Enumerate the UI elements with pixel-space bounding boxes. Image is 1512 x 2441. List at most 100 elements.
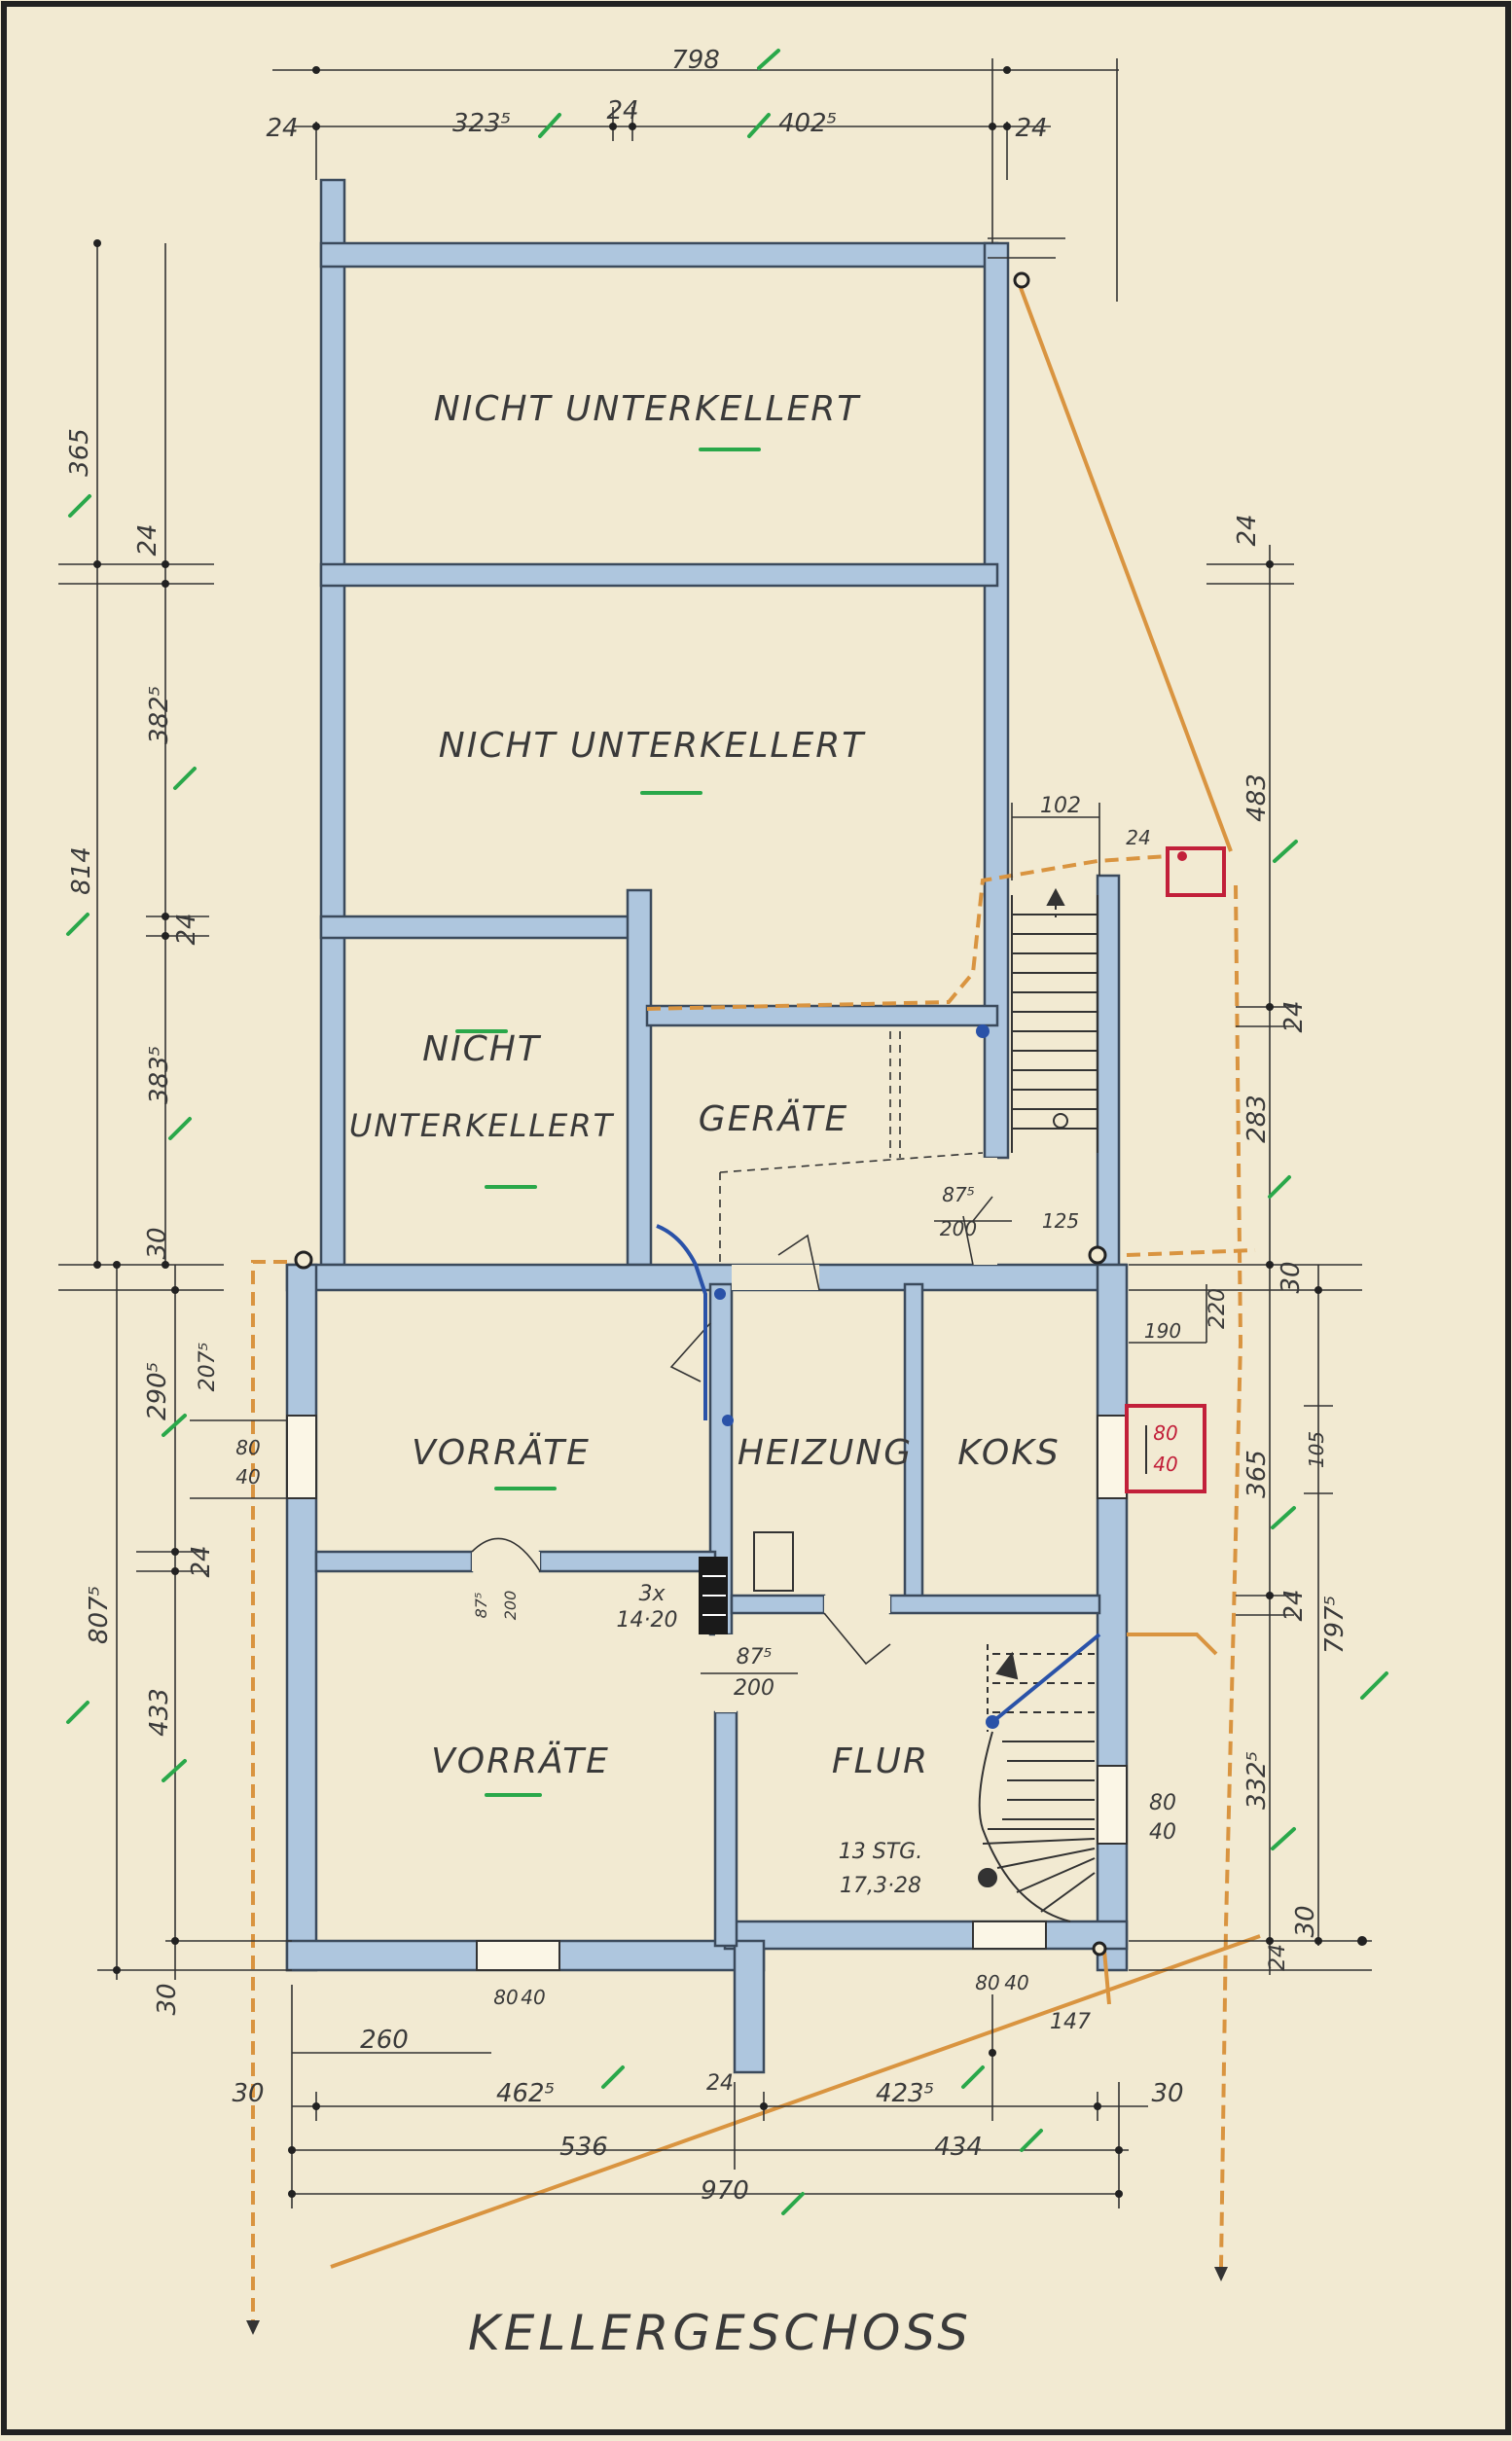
dim-bottom-970: 970: [701, 2176, 749, 2206]
openings: [286, 1158, 1128, 1971]
pipe-right-down: [1219, 884, 1243, 2268]
dim-vent-3x: 3x: [638, 1582, 666, 1606]
dim-left-814: 814: [67, 846, 96, 895]
wall-heizung-bottom-a: [730, 1594, 826, 1615]
chimneys: [1125, 846, 1226, 1493]
pipe-bottom-stub: [1102, 1950, 1111, 2005]
wall-divider-1: [319, 562, 999, 588]
dimension-lines: [58, 58, 1372, 2208]
stairs-upper: [1011, 887, 1098, 1153]
label-koks: KOKS: [957, 1433, 1060, 1473]
dim-right-24-b: 24: [1279, 1000, 1309, 1032]
dim-left-807: 807⁵: [85, 1586, 114, 1644]
dim-right-30-b: 30: [1291, 1905, 1320, 1937]
vent-stack: [699, 1531, 794, 1634]
check-marks: [66, 49, 1388, 2215]
door-swing-vorraete-top: [669, 1322, 711, 1382]
dim-top-total: 798: [671, 46, 720, 75]
dim-bottom-win-40: 40: [521, 1986, 545, 2009]
dim-bottom-30-left: 30: [232, 2079, 264, 2108]
dim-left-382: 382⁵: [145, 686, 174, 744]
wall-cellar-bottom-right: [723, 1920, 1129, 1951]
dim-right-797: 797⁵: [1320, 1596, 1350, 1654]
dim-door-87-mid: 87⁵: [737, 1645, 773, 1669]
label-nicht-unterkellert-2: NICHT UNTERKELLERT: [439, 726, 866, 766]
geraete-dashes: [719, 1031, 984, 1265]
wall-small-room-right: [626, 888, 653, 1267]
dim-left-433: 433: [145, 1688, 174, 1737]
dim-win-left-80: 80: [235, 1436, 260, 1459]
dim-win-flur-40: 40: [1149, 1820, 1176, 1845]
window-flur: [1097, 1765, 1128, 1845]
blue-pipes: [656, 1024, 1101, 1729]
dim-stair-102: 102: [1040, 794, 1081, 818]
label-nicht-unterkellert-1: NICHT UNTERKELLERT: [434, 389, 861, 429]
walls: [285, 178, 1129, 2074]
pipe-diagonal-bottom: [330, 1934, 1261, 2269]
wall-heizung-bottom-b: [888, 1594, 1101, 1615]
room-labels: NICHT UNTERKELLERT NICHT UNTERKELLERT NI…: [349, 389, 1060, 1781]
wall-divider-2: [319, 915, 634, 940]
dimension-ticks: [93, 66, 1367, 2198]
pipe-flur: [1127, 1633, 1218, 1656]
pipe-arrows: [246, 2267, 1228, 2335]
dim-bottom-260: 260: [360, 2026, 409, 2055]
dim-door-200-small: 200: [501, 1591, 520, 1621]
wall-vorraete-mid-a: [314, 1550, 474, 1573]
pipe-blue-flur: [990, 1633, 1101, 1724]
wall-cellar-top: [285, 1263, 1128, 1292]
dim-top-402: 402⁵: [778, 109, 837, 138]
dimension-text: 798 24 323⁵ 24 402⁵ 24 365 24 382⁵ 814 2…: [65, 46, 1350, 2206]
dim-right-365: 365: [1242, 1450, 1272, 1498]
pipe-diagonal-top: [1015, 276, 1233, 852]
dim-top-24-right: 24: [1015, 114, 1047, 143]
label-nicht-3a: NICHT: [422, 1029, 542, 1069]
dim-left-24-a: 24: [133, 523, 162, 556]
dim-right-105: 105: [1305, 1431, 1328, 1468]
stairs-lower: [978, 1644, 1096, 1922]
dim-top-323: 323⁵: [452, 109, 511, 138]
door-swings: [471, 1215, 974, 1666]
pipe-blue-heizung: [656, 1224, 707, 1420]
label-heizung: HEIZUNG: [738, 1433, 913, 1473]
dim-left-30-a: 30: [143, 1227, 172, 1259]
dim-bottom-win2-40: 40: [1004, 1971, 1028, 1994]
dim-door-200-top: 200: [940, 1217, 977, 1240]
dim-right-220: 220: [1206, 1288, 1230, 1329]
dim-bottom-423: 423⁵: [876, 2079, 934, 2108]
wall-cellar-right: [1096, 1263, 1129, 1972]
dim-door-125: 125: [1042, 1209, 1079, 1233]
door-swing-heizung: [777, 1234, 820, 1291]
dim-chimney-40: 40: [1153, 1453, 1177, 1476]
chimney-koks: [1125, 1404, 1206, 1493]
wall-stair-right: [1096, 874, 1121, 1276]
dim-bottom-30-right: 30: [1151, 2079, 1183, 2108]
window-koks: [1097, 1415, 1128, 1499]
wall-vorraete-mid-b: [538, 1550, 717, 1573]
dim-win-left-40: 40: [235, 1465, 260, 1489]
dim-left-30-b: 30: [153, 1983, 182, 2015]
dim-bottom-win-80: 80: [493, 1986, 518, 2009]
dim-right-30: 30: [1277, 1261, 1306, 1293]
dim-door-200-mid: 200: [734, 1676, 774, 1701]
door-swing-geraete: [962, 1215, 974, 1266]
dim-190: 190: [1144, 1319, 1181, 1343]
label-vorraete-1: VORRÄTE: [412, 1432, 591, 1473]
door-swing-vorraete: [471, 1537, 541, 1572]
pipes: [251, 276, 1261, 2325]
dim-win-flur-80: 80: [1149, 1791, 1176, 1815]
dim-bottom-462: 462⁵: [496, 2079, 555, 2108]
door-swing-flur: [823, 1612, 891, 1666]
dim-left-365: 365: [65, 428, 94, 477]
wall-top: [319, 241, 999, 269]
dim-stair-steps: 13 STG.: [839, 1840, 922, 1864]
dim-left-207: 207⁵: [196, 1343, 220, 1392]
label-nicht-3b: UNTERKELLERT: [349, 1107, 615, 1144]
label-geraete: GERÄTE: [699, 1098, 848, 1139]
dim-bottom-147: 147: [1050, 2010, 1091, 2034]
dim-right-24-a: 24: [1233, 514, 1262, 546]
dim-right-332: 332⁵: [1242, 1751, 1272, 1810]
dim-left-290: 290⁵: [143, 1362, 172, 1420]
